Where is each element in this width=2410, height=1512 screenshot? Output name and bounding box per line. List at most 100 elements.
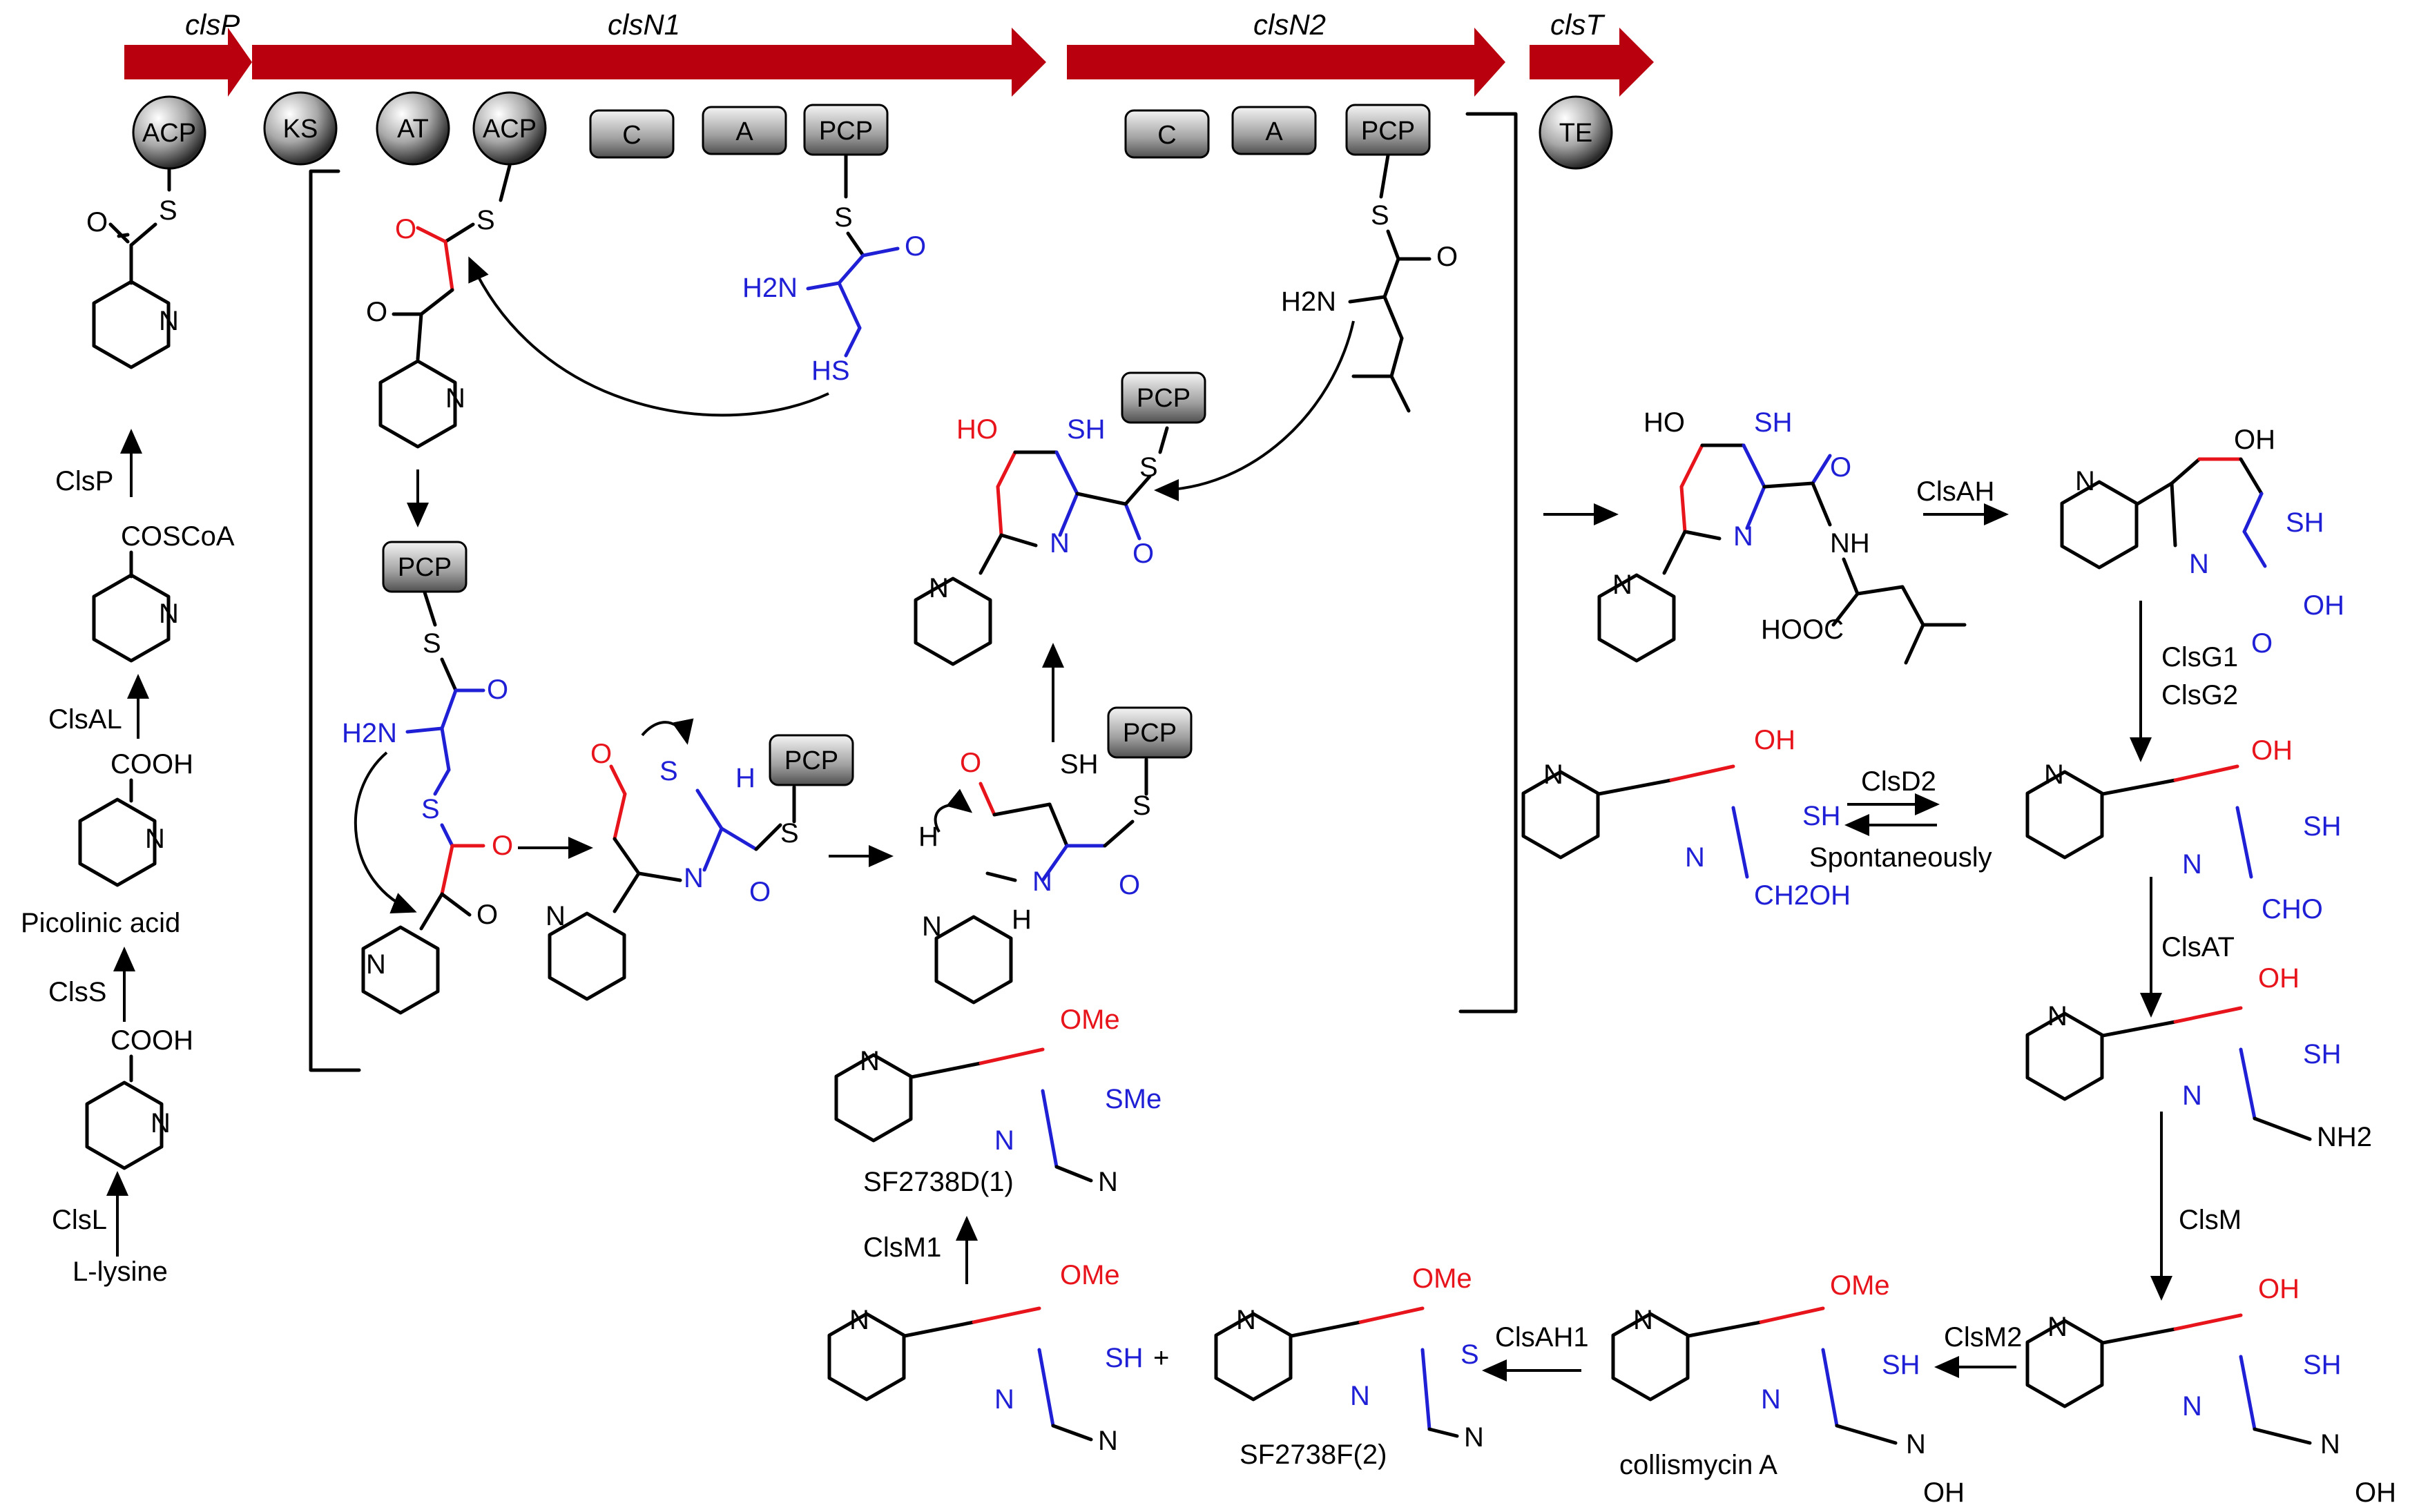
svg-text:O: O: [960, 748, 981, 778]
svg-text:H: H: [1012, 904, 1032, 935]
svg-text:OH: OH: [1923, 1477, 1965, 1508]
domain-te: [1539, 95, 1613, 170]
enzyme-clsG2: ClsG2: [2161, 680, 2238, 710]
svg-text:OH: OH: [2234, 425, 2275, 455]
svg-text:O: O: [487, 675, 508, 705]
svg-text:OH: OH: [2303, 590, 2344, 621]
svg-text:collismycin A: collismycin A: [1619, 1450, 1777, 1480]
svg-text:H2N: H2N: [742, 273, 798, 303]
svg-text:O: O: [1830, 452, 1851, 483]
cyclization-intermediate: O N S H O S PCP N: [546, 718, 854, 999]
svg-text:SH: SH: [1882, 1350, 1920, 1380]
svg-text:N: N: [1236, 1305, 1256, 1335]
enzyme-clsAL: ClsAL: [48, 704, 122, 735]
svg-text:OH: OH: [2258, 963, 2300, 994]
svg-text:PCP: PCP: [1123, 719, 1177, 748]
svg-text:N: N: [684, 863, 704, 893]
tautomer-intermediate: O SH N H H O S PCP N: [918, 706, 1193, 1002]
svg-text:H2N: H2N: [1281, 287, 1336, 317]
domain-ks: [263, 91, 338, 166]
domain-label-a1: A: [735, 117, 753, 146]
svg-text:O: O: [590, 739, 612, 769]
enzyme-clsM2: ClsM2: [1944, 1322, 2022, 1353]
svg-text:SH: SH: [1067, 414, 1106, 445]
enzyme-clsAH1: ClsAH1: [1495, 1322, 1589, 1353]
gene-arrow-clsN2: [1067, 28, 1505, 97]
gene-label-clsT: clsT: [1550, 8, 1606, 41]
svg-text:N: N: [2047, 1001, 2067, 1031]
svg-text:COOH: COOH: [110, 1025, 193, 1056]
svg-text:O: O: [1436, 242, 1458, 272]
svg-text:PCP: PCP: [398, 553, 452, 582]
svg-text:N: N: [2075, 466, 2095, 496]
enzyme-clsP: ClsP: [55, 466, 113, 496]
svg-text:HO: HO: [956, 414, 998, 445]
svg-text:N: N: [1464, 1422, 1484, 1453]
svg-text:N: N: [159, 599, 179, 629]
svg-text:O: O: [1132, 539, 1154, 569]
svg-text:HS: HS: [811, 356, 850, 386]
domain-at: [376, 91, 450, 166]
svg-text:S: S: [423, 628, 441, 659]
enzyme-clsM: ClsM: [2179, 1205, 2242, 1235]
svg-text:N: N: [1612, 570, 1632, 600]
gene-cluster: clsP clsN1 clsN2 clsT: [124, 8, 1654, 97]
svg-text:OH: OH: [2258, 1274, 2300, 1304]
svg-text:N: N: [1543, 759, 1563, 790]
svg-text:N: N: [2189, 549, 2209, 579]
domain-label-te: TE: [1559, 119, 1593, 148]
svg-text:HOOC: HOOC: [1761, 614, 1844, 645]
svg-text:SH: SH: [1060, 749, 1099, 779]
svg-text:N: N: [994, 1384, 1014, 1415]
svg-text:SF2738F(2): SF2738F(2): [1240, 1440, 1387, 1470]
oxime-intermediate: N OH SH N N OH: [2027, 1274, 2396, 1508]
svg-text:COSCoA: COSCoA: [121, 521, 235, 552]
svg-text:OH: OH: [2355, 1477, 2396, 1508]
svg-text:H: H: [735, 763, 755, 793]
svg-text:O: O: [1119, 870, 1140, 900]
svg-text:SH: SH: [1754, 407, 1793, 438]
svg-text:O: O: [492, 831, 513, 861]
svg-text:N: N: [1032, 866, 1052, 897]
svg-text:N: N: [1685, 842, 1705, 873]
svg-text:N: N: [159, 306, 179, 336]
thiol-nitrile: N OMe SH N N: [829, 1260, 1144, 1456]
svg-text:PCP: PCP: [784, 746, 838, 775]
svg-text:N: N: [2182, 1080, 2202, 1111]
enzyme-clsG1: ClsG1: [2161, 642, 2238, 672]
svg-text:OMe: OMe: [1060, 1260, 1120, 1290]
compound-picolinic-acid: Picolinic acid: [21, 908, 180, 938]
svg-text:N: N: [445, 383, 465, 414]
svg-text:N: N: [2047, 1312, 2067, 1342]
sf2738f: N OMe S N N SF2738F(2): [1216, 1263, 1484, 1470]
domain-a1: [702, 106, 787, 155]
svg-text:H: H: [918, 822, 938, 852]
compound-l-lysine: L-lysine: [73, 1257, 168, 1287]
svg-text:OMe: OMe: [1830, 1270, 1890, 1301]
released-leucine-amide: HO SH N O NH HOOC N: [1599, 407, 1967, 665]
svg-text:SH: SH: [2303, 1350, 2342, 1380]
gene-label-clsP: clsP: [185, 8, 240, 41]
domains: ACP KS AT ACP C A PCP C A PCP TE: [132, 91, 1613, 170]
bracket-left: [309, 169, 361, 1072]
svg-text:N: N: [860, 1046, 880, 1076]
svg-text:O: O: [2251, 628, 2273, 659]
gene-label-clsN2: clsN2: [1253, 8, 1326, 41]
svg-text:COOH: COOH: [110, 749, 193, 779]
svg-text:N: N: [849, 1305, 869, 1335]
pcp-bound-bipyridine: HO SH N O S PCP N: [916, 371, 1206, 664]
svg-text:N: N: [366, 949, 386, 980]
svg-text:CHO: CHO: [2262, 894, 2323, 924]
svg-text:N: N: [1761, 1384, 1781, 1415]
svg-text:OH: OH: [2251, 735, 2293, 766]
svg-text:S: S: [780, 818, 799, 849]
enzyme-spontaneously: Spontaneously: [1809, 842, 1992, 873]
svg-text:OMe: OMe: [1412, 1263, 1472, 1294]
svg-text:N: N: [1633, 1305, 1653, 1335]
svg-text:N: N: [151, 1108, 171, 1138]
svg-text:SH: SH: [1105, 1343, 1144, 1373]
enzyme-clsAT: ClsAT: [2161, 932, 2235, 962]
left-column-pathway: S O N ClsP COSCoA N ClsAL COOH N Picolin…: [21, 167, 235, 1287]
aldehyde-intermediate: N OH SH N CHO: [2027, 735, 2342, 924]
